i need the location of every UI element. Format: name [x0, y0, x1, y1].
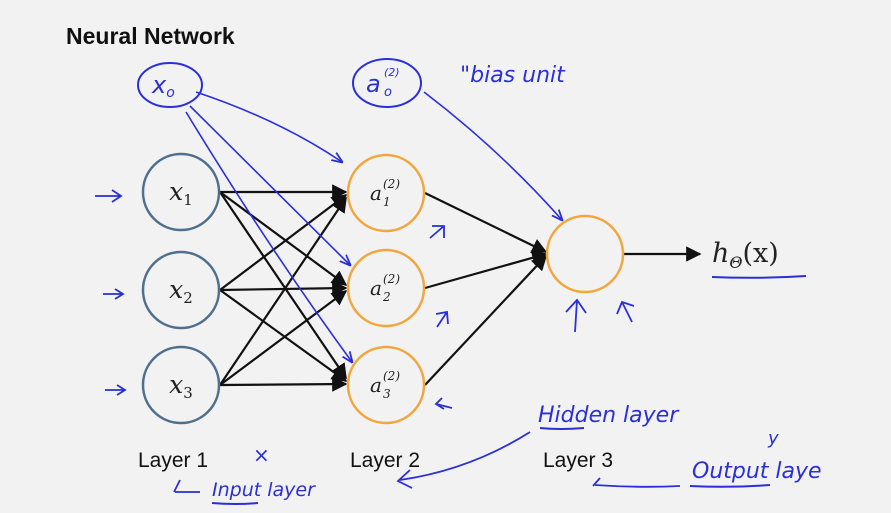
- hidden-node-a3: a (2) 3: [346, 345, 426, 425]
- layer3-label: Layer 3: [543, 449, 613, 472]
- edge-a3-out: [424, 254, 548, 386]
- input-layer: x1 x2 x3: [141, 152, 221, 425]
- hidden-tick-arrow-1: [429, 225, 445, 239]
- edge-x3-a3: [219, 376, 348, 392]
- hidden-node-a1: a (2) 1: [346, 153, 426, 233]
- bias-a0-superscript: (2): [384, 66, 400, 79]
- bias-x0-to-a3-arrow: [185, 111, 352, 362]
- output-layer-pointer: [592, 477, 681, 488]
- input-node-x1: x1: [141, 152, 221, 232]
- input-node-x2: x2: [141, 250, 221, 330]
- bias-a0-to-output-arrow: [423, 91, 562, 220]
- edges-layer2-layer3: [424, 192, 702, 386]
- edges-layer1-layer2: [219, 184, 348, 392]
- input-layer-note: Input layer: [212, 479, 316, 501]
- node-superscript: (2): [383, 177, 400, 191]
- output-layer-note: Output laye: [692, 459, 822, 484]
- bias-x0-label: xo: [151, 71, 175, 101]
- node-subscript: 3: [383, 387, 391, 401]
- node-label: a: [370, 276, 382, 300]
- edge-x1-a2: [219, 191, 348, 286]
- node-label: a: [370, 373, 382, 397]
- diagram-title: Neural Network: [66, 23, 235, 49]
- input-arrow-1: [95, 189, 123, 203]
- handwritten-annotations: xo a (2) o "bias unit Hidden layer ×: [95, 58, 822, 505]
- output-layer-underline: [689, 484, 771, 488]
- node-label: a: [370, 181, 382, 205]
- bias-a0-subscript: o: [384, 85, 392, 100]
- hidden-tick-arrow-3: [434, 397, 453, 410]
- edge-x3-a1: [219, 196, 347, 386]
- edge-a1-out: [424, 192, 548, 253]
- node-superscript: (2): [383, 369, 400, 383]
- bias-unit-note: "bias unit: [460, 63, 566, 88]
- hidden-layer-note: Hidden layer: [538, 403, 680, 428]
- input-layer-underline: [211, 502, 259, 505]
- cross-mark: ×: [253, 443, 270, 467]
- node-label: x1: [169, 177, 193, 209]
- node-label: x2: [169, 275, 193, 307]
- edge-x2-a3: [219, 289, 348, 382]
- input-layer-pointer: [173, 479, 200, 493]
- input-node-circle: [141, 152, 221, 232]
- node-subscript: 1: [383, 195, 391, 209]
- edge-x2-a2: [219, 280, 348, 296]
- hypothesis-label: hΘ(x): [712, 238, 779, 272]
- hidden-node-a2: a (2) 2: [346, 248, 426, 328]
- edge-x1-a3: [219, 191, 347, 380]
- bias-x0-circle: [137, 62, 203, 108]
- bias-a0-circle: [352, 58, 422, 108]
- output-tick-arrow-2: [616, 300, 635, 323]
- bias-x0-to-a1-arrow: [195, 91, 342, 162]
- y-mark: y: [767, 428, 779, 449]
- output-tick-arrow-1: [565, 298, 587, 333]
- node-subscript: 2: [382, 290, 391, 304]
- edge-x3-a2: [219, 290, 348, 386]
- bias-a0-label: a: [366, 70, 381, 98]
- hypothesis-underline: [711, 275, 807, 279]
- hidden-layer-pointer: [396, 431, 531, 489]
- input-node-circle: [141, 345, 221, 425]
- bias-x0-to-a2-arrow: [189, 105, 350, 265]
- input-arrow-3: [105, 384, 127, 396]
- layer2-label: Layer 2: [350, 449, 420, 472]
- hidden-node-circle: [346, 248, 426, 328]
- hidden-layer: a (2) 1 a (2) 2 a (2) 3: [346, 153, 426, 425]
- input-arrow-2: [103, 288, 125, 300]
- layer1-label: Layer 1: [138, 449, 208, 472]
- hidden-tick-arrow-2: [435, 310, 449, 328]
- edge-x2-a1: [219, 194, 348, 291]
- input-node-x3: x3: [141, 345, 221, 425]
- edge-a2-out: [424, 250, 548, 290]
- output-node: [545, 214, 625, 294]
- hidden-node-circle: [346, 153, 426, 233]
- hidden-layer-underline: [539, 427, 585, 430]
- node-superscript: (2): [383, 272, 400, 286]
- node-label: x3: [169, 370, 193, 402]
- hidden-node-circle: [346, 345, 426, 425]
- input-node-circle: [141, 250, 221, 330]
